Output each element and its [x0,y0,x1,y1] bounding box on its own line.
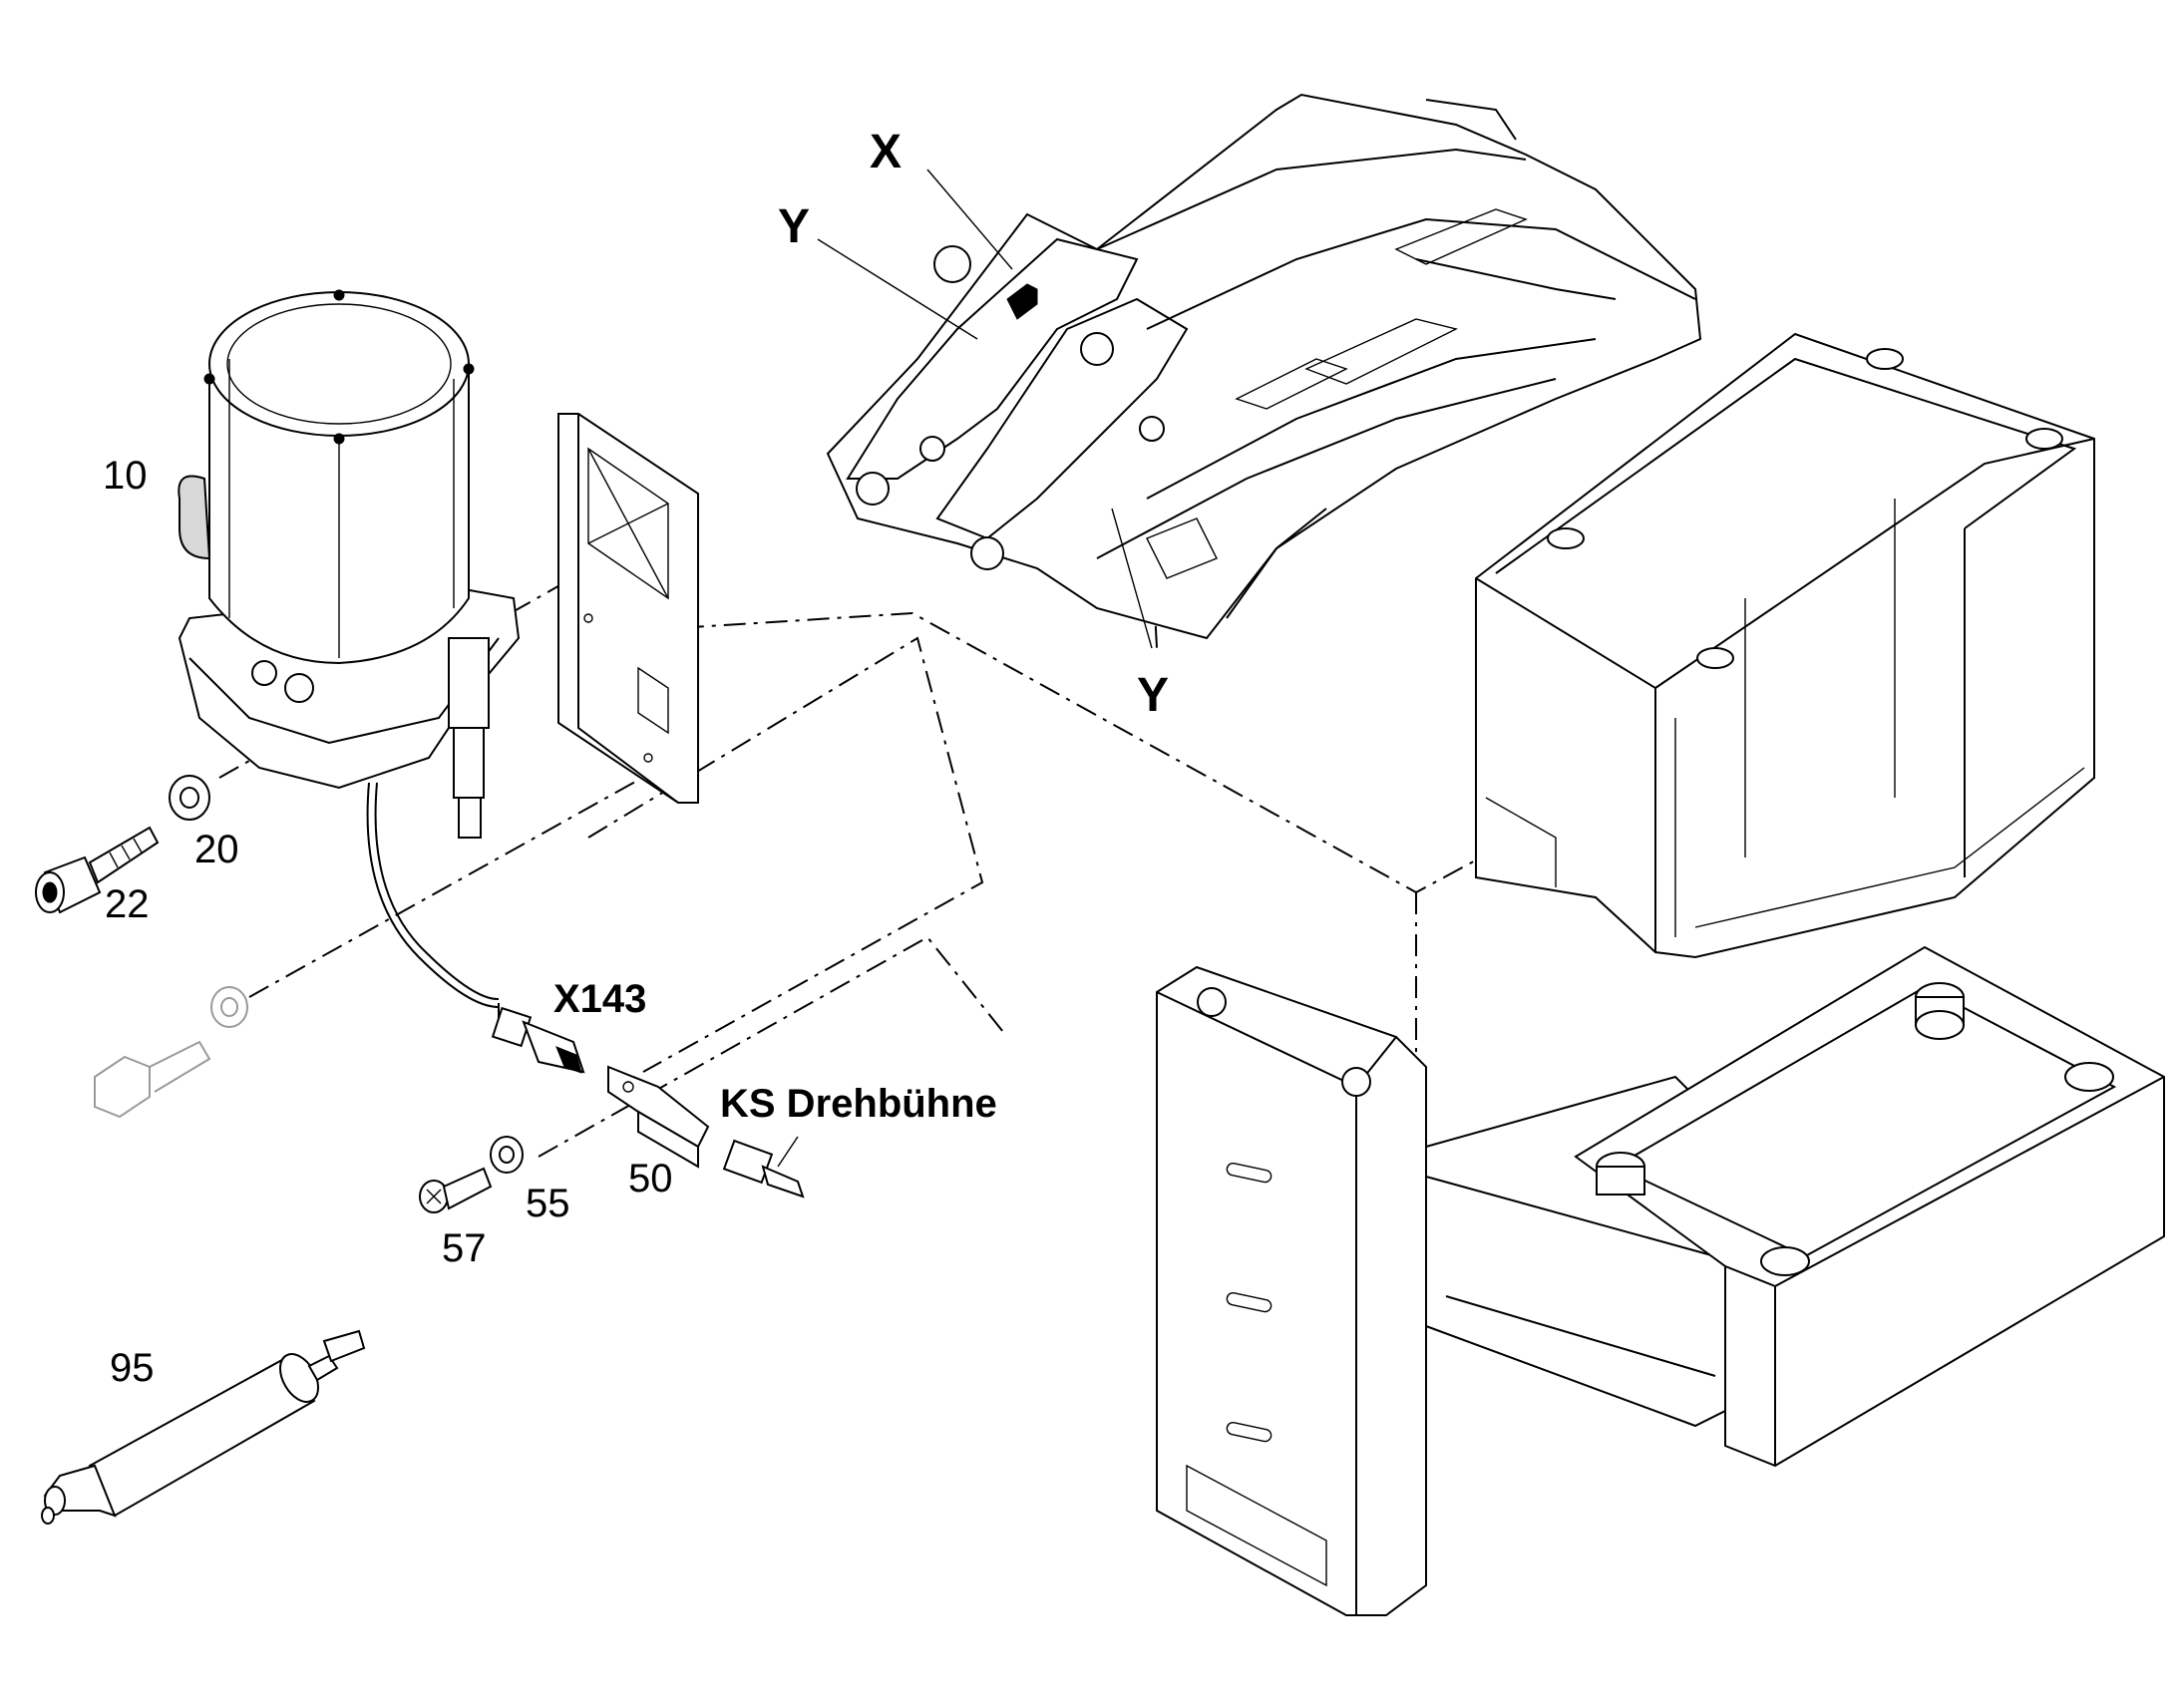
callout-detail-y-bottom: Y [1137,669,1170,722]
callout-detail-y-top: Y [778,200,811,253]
callout-part-95: 95 [110,1346,155,1390]
callout-part-57: 57 [442,1226,487,1270]
washer-55 [490,1136,524,1174]
turntable-frame [826,93,1702,640]
callout-part-20: 20 [194,828,239,871]
callout-part-10: 10 [103,454,148,498]
connector-x143 [491,1003,585,1074]
grease-gun-95 [41,1329,366,1525]
leader-lines [817,169,1153,649]
counterweight-box [1475,332,2095,959]
washer-20 [169,775,210,821]
outrigger-base [1156,945,2165,1616]
callout-detail-x: X [870,126,903,178]
bolt-22 [35,826,160,914]
callout-connector-x143: X143 [553,977,647,1021]
callout-part-55: 55 [526,1182,570,1225]
callout-switch-label: KS Drehbühne [720,1082,997,1126]
screw-57 [419,1167,493,1213]
callout-part-22: 22 [105,882,150,926]
switch-bracket-50 [607,1065,710,1169]
callout-part-50: 50 [628,1157,673,1200]
reference-bolt [94,986,248,1119]
proximity-switch [722,1136,805,1198]
lubrication-pump [178,289,521,1008]
mounting-bracket [557,413,699,804]
